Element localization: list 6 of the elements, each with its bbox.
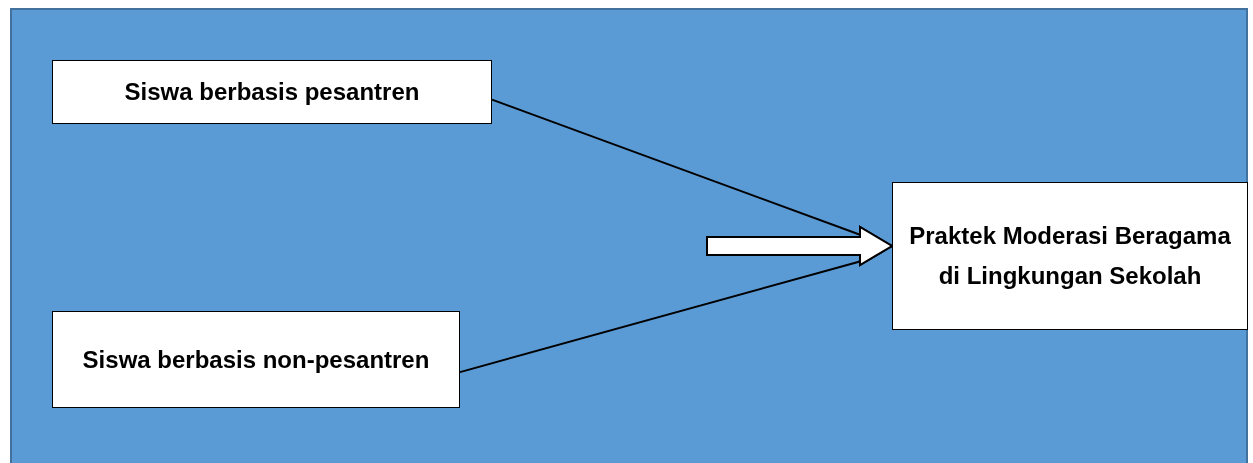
box-label: Siswa berbasis pesantren [124,77,420,107]
text-box [892,182,1248,330]
text-box [52,60,492,124]
box-label: Siswa berbasis non-pesantren [82,344,430,375]
text-box [52,311,460,408]
box-label: Praktek Moderasi Beragama di Lingkungan Sekolah [909,221,1231,291]
